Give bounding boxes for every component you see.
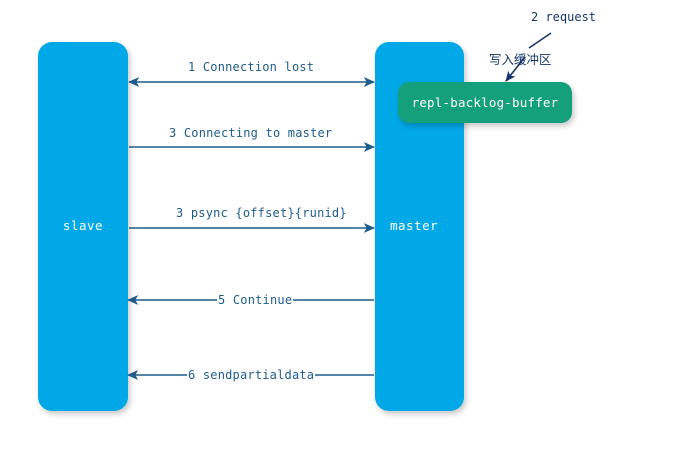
message-label-psync: 3 psync {offset}{runid} xyxy=(176,206,347,220)
lifeline-label-master: master xyxy=(390,218,439,233)
message-label-connecting-to-master: 3 Connecting to master xyxy=(169,126,333,140)
message-label-connection-lost: 1 Connection lost xyxy=(188,60,315,74)
message-label-continue: 5 Continue xyxy=(217,293,294,307)
annotation-label-write-to-buffer: 写入缓冲区 xyxy=(489,52,552,67)
repl-backlog-buffer-box: repl-backlog-buffer xyxy=(398,82,572,123)
repl-backlog-buffer-label: repl-backlog-buffer xyxy=(411,95,559,110)
message-label-sendpartialdata: 6 sendpartialdata xyxy=(187,368,316,382)
lifeline-bar-slave xyxy=(38,42,128,411)
annotation-label-request: 2 request xyxy=(531,10,597,24)
lifeline-label-slave: slave xyxy=(62,218,104,233)
